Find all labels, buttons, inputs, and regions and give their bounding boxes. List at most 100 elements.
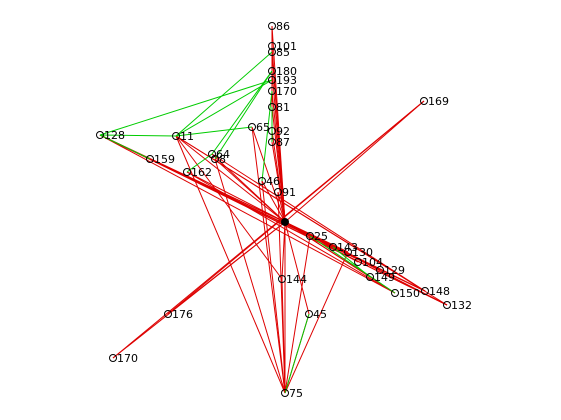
red-edge bbox=[211, 153, 426, 292]
node-label: 92 bbox=[276, 125, 290, 138]
graph-node bbox=[109, 354, 117, 362]
red-edge bbox=[186, 171, 396, 294]
red-edge bbox=[284, 100, 425, 223]
graph-node bbox=[278, 275, 286, 283]
red-edge bbox=[214, 158, 286, 223]
graph-node bbox=[329, 243, 337, 251]
green-edge bbox=[99, 79, 273, 136]
graph-node bbox=[211, 155, 219, 163]
node-label: 91 bbox=[282, 186, 296, 199]
graph-node bbox=[146, 155, 154, 163]
node-label: 162 bbox=[191, 166, 212, 179]
graph-node bbox=[268, 87, 276, 95]
graph-node bbox=[248, 123, 256, 131]
node-label: 193 bbox=[276, 74, 297, 87]
red-edge bbox=[167, 100, 425, 315]
graph-node bbox=[305, 310, 313, 318]
red-edge bbox=[277, 191, 286, 394]
node-label: 143 bbox=[337, 241, 358, 254]
node-label: 130 bbox=[352, 246, 373, 259]
node-label: 81 bbox=[276, 101, 290, 114]
graph-node bbox=[268, 127, 276, 135]
node-label: 86 bbox=[276, 20, 290, 33]
red-edge bbox=[175, 135, 286, 223]
node-label: 25 bbox=[314, 230, 328, 243]
red-edge bbox=[99, 134, 396, 294]
edge-layer bbox=[99, 25, 448, 394]
graph-node bbox=[183, 168, 191, 176]
green-edge bbox=[175, 79, 273, 137]
node-label: 149 bbox=[374, 271, 395, 284]
red-edge bbox=[251, 126, 286, 394]
green-edge bbox=[261, 90, 273, 182]
red-edge bbox=[284, 221, 448, 306]
graph-node bbox=[172, 132, 180, 140]
node-label: 170 bbox=[117, 352, 138, 365]
node-label: 159 bbox=[154, 153, 175, 166]
graph-node bbox=[391, 289, 399, 297]
node-label: 65 bbox=[256, 121, 270, 134]
red-edge bbox=[251, 126, 286, 223]
node-label: 128 bbox=[104, 129, 125, 142]
green-edge bbox=[175, 51, 273, 137]
graph-node bbox=[306, 232, 314, 240]
graph-node bbox=[354, 258, 362, 266]
node-label: 150 bbox=[399, 287, 420, 300]
red-edge bbox=[284, 221, 310, 315]
node-label: 87 bbox=[276, 136, 290, 149]
red-edge bbox=[186, 171, 286, 223]
green-edge bbox=[175, 126, 253, 137]
green-edge bbox=[332, 246, 371, 278]
node-label: 170 bbox=[276, 85, 297, 98]
red-edge bbox=[271, 106, 286, 223]
graph-node bbox=[281, 389, 289, 397]
green-edge bbox=[186, 153, 213, 173]
graph-node bbox=[258, 177, 266, 185]
graph-node bbox=[420, 97, 428, 105]
node-label: 46 bbox=[266, 175, 280, 188]
green-edge bbox=[214, 70, 273, 160]
node-label: 180 bbox=[276, 65, 297, 78]
graph-node bbox=[376, 266, 384, 274]
red-edge bbox=[214, 158, 286, 394]
node-label: 129 bbox=[384, 264, 405, 277]
red-edge bbox=[284, 235, 311, 394]
node-label: 148 bbox=[429, 285, 450, 298]
node-label: 104 bbox=[362, 256, 383, 269]
hub-node bbox=[281, 218, 289, 226]
node-label: 144 bbox=[286, 273, 307, 286]
node-label: 45 bbox=[313, 308, 327, 321]
green-edge bbox=[211, 70, 273, 155]
node-label: 8 bbox=[219, 153, 226, 166]
red-edge bbox=[271, 141, 286, 223]
node-label: 11 bbox=[180, 130, 194, 143]
node-label: 85 bbox=[276, 46, 290, 59]
graph-node bbox=[268, 103, 276, 111]
graph-node bbox=[268, 76, 276, 84]
graph-node bbox=[164, 310, 172, 318]
green-edge bbox=[99, 134, 151, 160]
graph-node bbox=[268, 138, 276, 146]
graph-node bbox=[274, 188, 282, 196]
green-edge bbox=[99, 134, 177, 137]
graph-node bbox=[443, 301, 451, 309]
node-label: 169 bbox=[428, 95, 449, 108]
red-edge bbox=[112, 221, 286, 359]
node-label: 101 bbox=[276, 40, 297, 53]
node-label: 64 bbox=[216, 148, 230, 161]
node-label: 176 bbox=[172, 308, 193, 321]
red-edge bbox=[261, 180, 286, 394]
node-label: 75 bbox=[289, 387, 303, 400]
graph-node bbox=[268, 42, 276, 50]
graph-node bbox=[344, 248, 352, 256]
graph-node bbox=[366, 273, 374, 281]
red-edge bbox=[261, 180, 286, 223]
graph-node bbox=[268, 67, 276, 75]
green-edge bbox=[309, 235, 396, 294]
graph-node bbox=[268, 48, 276, 56]
graph-node bbox=[96, 131, 104, 139]
red-edge bbox=[284, 251, 349, 394]
graph-node bbox=[268, 22, 276, 30]
